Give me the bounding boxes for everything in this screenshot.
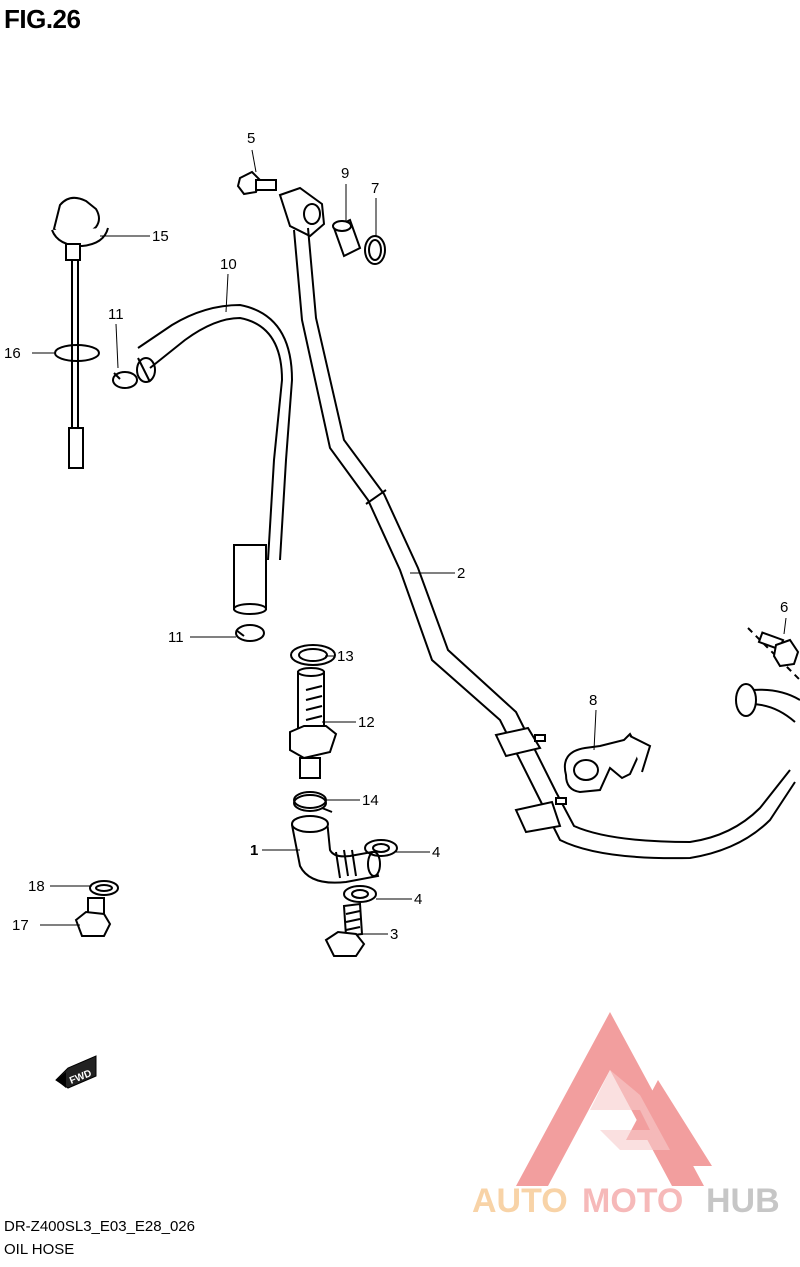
callout-1: 1 bbox=[250, 842, 258, 859]
callout-16: 16 bbox=[4, 345, 21, 362]
clip-11-upper bbox=[112, 371, 138, 389]
callout-12: 12 bbox=[358, 714, 375, 731]
logo-text-moto: MOTO bbox=[582, 1182, 683, 1220]
washer-4-lower bbox=[343, 885, 377, 903]
bolt-5 bbox=[236, 170, 277, 196]
oil-hose-2 bbox=[293, 227, 800, 860]
figure-name: OIL HOSE bbox=[4, 1241, 75, 1258]
elbow-hose-1 bbox=[290, 815, 381, 884]
fwd-direction-indicator: FWD bbox=[55, 1055, 97, 1089]
leader-lines bbox=[32, 149, 787, 935]
callout-17: 17 bbox=[12, 917, 29, 934]
callout-10: 10 bbox=[220, 256, 237, 273]
hose-fitting-top bbox=[278, 186, 326, 238]
hose-clamp-14 bbox=[293, 791, 333, 813]
callout-8: 8 bbox=[589, 692, 597, 709]
callout-9: 9 bbox=[341, 165, 349, 182]
clamp-bracket-8 bbox=[563, 732, 652, 794]
bolt-6 bbox=[747, 627, 800, 681]
washer-4-upper bbox=[364, 839, 398, 857]
logo-text-auto: AUTO bbox=[472, 1182, 568, 1220]
clip-11-lower bbox=[235, 624, 265, 642]
union-bolt-3 bbox=[324, 902, 366, 957]
callout-15: 15 bbox=[152, 228, 169, 245]
callout-5: 5 bbox=[247, 130, 255, 147]
callout-11-upper: 11 bbox=[108, 306, 124, 323]
callout-3: 3 bbox=[390, 926, 398, 943]
model-code: DR-Z400SL3_E03_E28_026 bbox=[4, 1218, 195, 1235]
callout-4-upper: 4 bbox=[432, 844, 440, 861]
callout-11-lower: 11 bbox=[168, 629, 184, 646]
gasket-13 bbox=[290, 644, 336, 666]
callout-numbers: 5 9 7 15 10 11 16 2 6 8 11 13 12 14 1 4 … bbox=[4, 130, 788, 943]
callout-13: 13 bbox=[337, 648, 354, 665]
sleeve-9 bbox=[332, 218, 362, 258]
figure-title: FIG.26 bbox=[4, 4, 81, 34]
callout-7: 7 bbox=[371, 180, 379, 197]
logo-text-hub: HUB bbox=[706, 1182, 780, 1220]
callout-4-lower: 4 bbox=[414, 891, 422, 908]
callout-6: 6 bbox=[780, 599, 788, 616]
automotohub-logo: AUTO MOTO HUB bbox=[472, 1012, 780, 1220]
callout-18: 18 bbox=[28, 878, 45, 895]
drain-bolt-17 bbox=[74, 897, 112, 937]
callout-2: 2 bbox=[457, 565, 465, 582]
washer-18 bbox=[89, 880, 119, 896]
callout-14: 14 bbox=[362, 792, 379, 809]
o-ring-7 bbox=[364, 235, 386, 265]
oil-filler-cap-dipstick bbox=[51, 196, 109, 469]
union-fitting-12 bbox=[289, 667, 338, 779]
oil-hose-10 bbox=[136, 303, 294, 615]
